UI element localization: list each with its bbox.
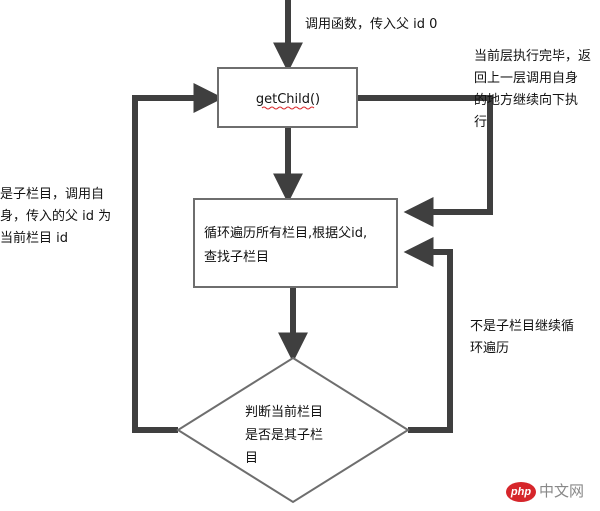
loop-label-line1: 循环遍历所有栏目,根据父id, <box>204 225 367 241</box>
php-logo: php <box>506 482 536 502</box>
not-child-label: 不是子栏目继续循 环遍历 <box>470 319 575 356</box>
recursion-return-arrow <box>357 95 493 227</box>
loop-box <box>193 198 398 288</box>
decision-label-line2: 是否是其子栏 <box>245 428 323 443</box>
decision-diamond <box>176 356 410 504</box>
getchild-label: getChild() <box>256 92 320 107</box>
continue-loop-arrow <box>403 237 453 433</box>
getchild-box <box>217 67 358 128</box>
loop-label-line2: 查找子栏目 <box>204 250 269 265</box>
decision-label-line1: 判断当前栏目 <box>245 404 323 420</box>
recursive-call-arrow <box>132 83 224 433</box>
call-function-label: 调用函数，传入父 id 0 <box>305 17 438 32</box>
is-child-label: 是子栏目，调用自 身，传入的父 id 为 当前栏目 id <box>0 187 112 246</box>
watermark-text: 中文网 <box>539 483 585 500</box>
watermark: php 中文网 <box>506 480 598 504</box>
decision-label-line3: 目 <box>245 451 258 466</box>
spell-underline <box>261 106 315 110</box>
return-up-label: 当前层执行完毕，返 回上一层调用自身 的地方继续向下执 行 <box>474 49 592 130</box>
